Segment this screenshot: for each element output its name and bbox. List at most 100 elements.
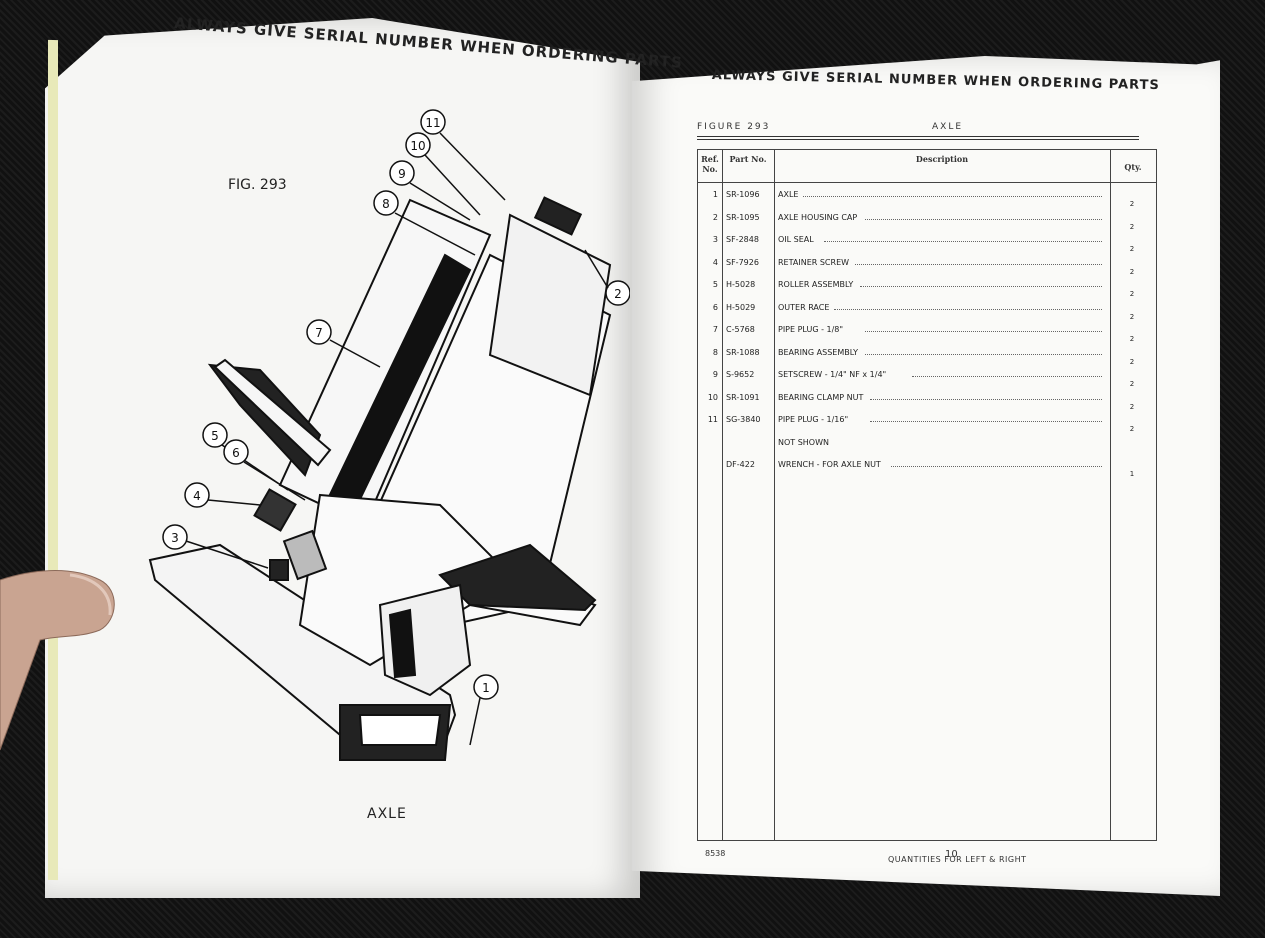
row-qty: 2 [1129,425,1135,433]
column-divider [774,150,775,840]
callout-7: 7 [315,326,323,340]
table-row: 6 H-5029 OUTER RACE 2 [698,299,1156,321]
divider [697,139,1139,140]
row-ref: 6 [712,302,718,312]
row-qty: 1 [1129,470,1135,478]
row-description: BEARING ASSEMBLY [778,347,859,357]
row-ref: 5 [712,280,718,289]
table-row: 8 SR-1088 BEARING ASSEMBLY 2 [698,344,1156,366]
callout-5: 5 [211,429,219,443]
header-part-no: Part No. [729,154,767,164]
callout-10: 10 [410,139,425,153]
leader-dots [802,196,1102,197]
row-description: AXLE HOUSING CAP [778,212,858,222]
table-row: 11 SG-3840 PIPE PLUG - 1/16" 2 [698,411,1156,433]
row-ref: 2 [712,212,718,222]
row-part-no: S-9652 [726,370,755,379]
row-part-no: DF-422 [726,460,755,469]
callout-8: 8 [382,197,390,211]
row-qty: 2 [1129,335,1135,343]
table-row: 7 C-5768 PIPE PLUG - 1/8" 2 [698,321,1156,343]
axle-exploded-drawing: 11 10 9 8 7 2 5 6 4 3 1 [148,109,630,762]
leader-dots [834,308,1102,310]
row-part-no: H-5029 [726,302,756,312]
leader-dots [865,218,1102,220]
row-part-no: H-5028 [726,280,756,289]
table-row: NOT SHOWN [698,434,1156,456]
table-row: 4 SF-7926 RETAINER SCREW 2 [698,254,1156,276]
leader-dots [870,421,1102,422]
row-part-no: C-5768 [726,325,755,334]
callout-2: 2 [614,287,622,301]
callout-9: 9 [398,167,406,181]
row-ref: 3 [712,235,718,244]
row-ref: 8 [712,347,718,357]
row-ref: 11 [707,415,718,424]
leader-dots [865,353,1102,355]
column-divider [722,150,723,840]
table-row: 3 SF-2848 OIL SEAL 2 [698,231,1156,253]
row-ref: 7 [712,325,718,334]
row-qty: 2 [1129,380,1135,388]
row-ref: 4 [712,257,718,267]
leader-dots [891,466,1102,467]
page-code: 8538 [705,849,726,858]
row-description: RETAINER SCREW [778,257,850,267]
figure-caption: AXLE [367,806,407,822]
table-row: 1 SR-1096 AXLE 2 [698,186,1156,208]
callout-4: 4 [193,489,201,503]
row-part-no: SR-1096 [726,190,760,199]
row-qty: 2 [1129,357,1135,366]
row-description: NOT SHOWN [778,437,829,447]
row-qty: 2 [1129,267,1135,276]
hand [0,570,115,751]
leader-dots [870,398,1102,400]
divider [697,136,1139,137]
leader-dots [912,376,1102,377]
header-description: Description [915,154,969,164]
figure-number: FIGURE 293 [697,122,771,132]
leader-dots [854,263,1102,265]
callout-3: 3 [171,531,179,545]
table-row: DF-422 WRENCH - FOR AXLE NUT 1 [698,456,1156,478]
row-part-no: SF-7926 [726,257,759,267]
column-divider [1110,150,1111,840]
row-qty: 2 [1129,200,1135,208]
row-qty: 2 [1129,312,1135,321]
row-description: PIPE PLUG - 1/8" [778,325,844,334]
row-ref: 10 [707,392,718,402]
row-description: OUTER RACE [778,302,830,312]
row-description: WRENCH - FOR AXLE NUT [778,460,881,469]
row-part-no: SR-1095 [726,212,760,222]
figure-title: AXLE [932,122,964,132]
row-part-no: SR-1088 [726,347,760,357]
row-qty: 2 [1129,245,1135,253]
callout-6: 6 [232,446,240,460]
row-description: OIL SEAL [778,235,814,244]
leader-dots [860,286,1102,287]
row-ref: 9 [712,370,718,379]
page-number: 10 [945,849,958,860]
row-description: SETSCREW - 1/4" NF x 1/4" [778,370,887,379]
row-part-no: SF-2848 [726,235,759,244]
callout-1: 1 [482,681,490,695]
leader-dots [865,331,1102,332]
header-ref: Ref. No. [701,154,719,174]
table-row: 9 S-9652 SETSCREW - 1/4" NF x 1/4" 2 [698,366,1156,388]
header-divider [698,182,1156,183]
callout-11: 11 [425,116,440,130]
footer-note: QUANTITIES FOR LEFT & RIGHT [888,855,1027,864]
figure-label: FIG. 293 [228,177,287,193]
row-ref: 1 [712,190,718,199]
row-part-no: SR-1091 [726,392,760,402]
leader-dots [823,241,1102,242]
row-qty: 2 [1129,290,1135,298]
row-part-no: SG-3840 [726,415,761,424]
row-description: PIPE PLUG - 1/16" [778,415,849,424]
row-description: AXLE [778,190,799,199]
header-qty: Qty. [1124,162,1142,172]
